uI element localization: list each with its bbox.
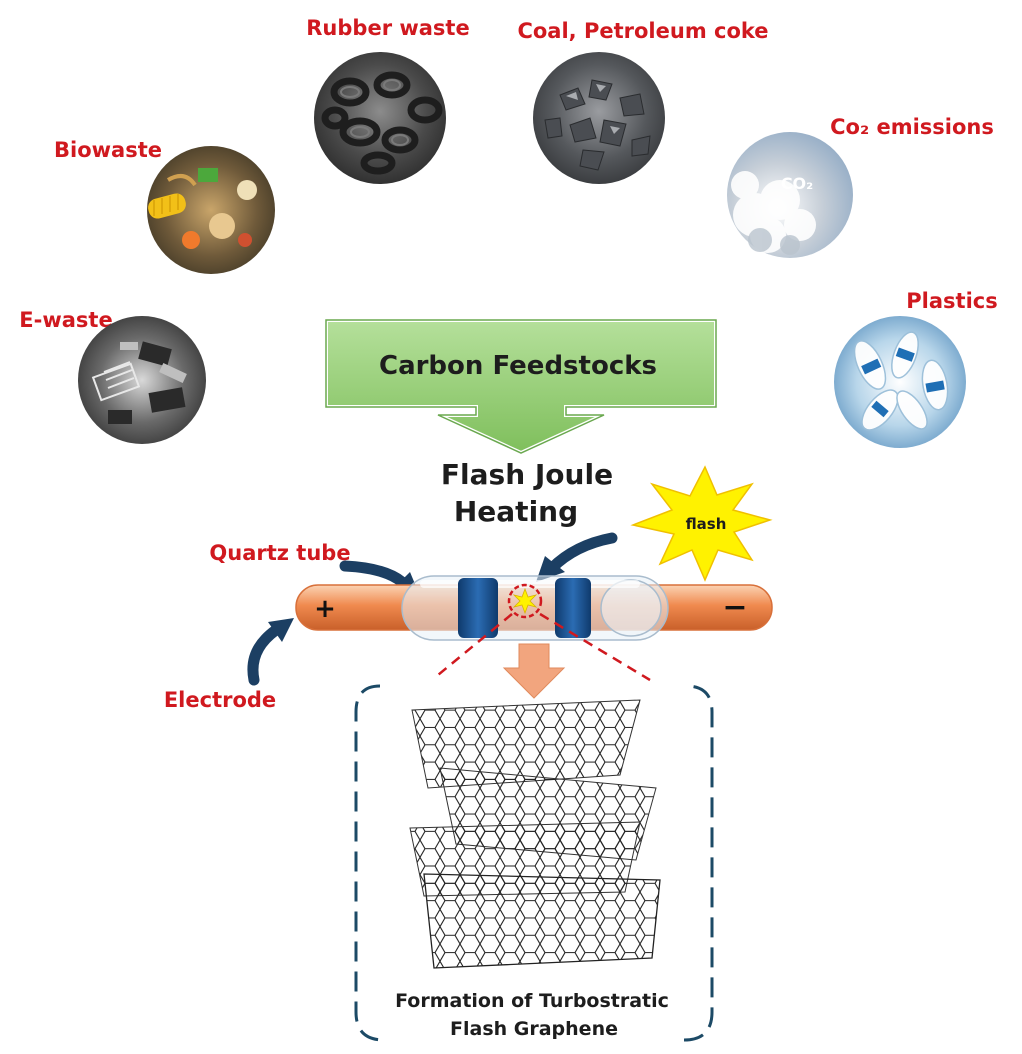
e-waste-label: E-waste: [19, 308, 112, 332]
flash-label: flash: [686, 515, 727, 533]
plastics-label: Plastics: [906, 289, 997, 313]
coal-label: Coal, Petroleum coke: [517, 19, 768, 43]
co2-emissions-image: CO₂: [727, 132, 853, 258]
carbon-feedstocks-arrow: Carbon Feedstocks: [324, 318, 718, 456]
graphene-layer-1: [411, 699, 641, 789]
biowaste-label: Biowaste: [54, 138, 162, 162]
co2-emissions-label: Co₂ emissions: [830, 115, 994, 139]
zoom-lines: [437, 612, 651, 682]
left-electrode-cap: [458, 578, 498, 638]
flash-joule-title-line1: Flash Joule: [441, 458, 613, 491]
electrode-label: Electrode: [164, 688, 276, 712]
electrode-pointer-arrow: [247, 618, 294, 686]
coal-image: [533, 52, 665, 184]
co2-inner-label: CO₂: [781, 174, 813, 193]
result-caption-line2: Flash Graphene: [450, 1018, 618, 1040]
carbon-feedstocks-label: Carbon Feedstocks: [379, 351, 657, 381]
rubber-waste-image: [314, 52, 446, 184]
plastics-image: [834, 316, 966, 448]
positive-terminal: +: [314, 594, 336, 624]
rubber-waste-label: Rubber waste: [306, 16, 469, 40]
graphene-layer-4: [423, 873, 661, 969]
result-caption-line1: Formation of Turbostratic: [395, 990, 669, 1012]
sample-flash-spot: [507, 583, 543, 619]
flash-starburst: flash: [630, 465, 773, 582]
negative-terminal: −: [722, 590, 747, 625]
right-electrode-cap: [555, 578, 591, 638]
quartz-tube-label: Quartz tube: [209, 541, 350, 565]
biowaste-image: [147, 146, 275, 274]
result-arrow: [502, 643, 566, 699]
graphene-result-frame: [354, 684, 714, 1042]
flash-joule-title-line2: Heating: [454, 495, 578, 528]
e-waste-image: [78, 316, 206, 444]
quartz-tube: [401, 575, 669, 641]
